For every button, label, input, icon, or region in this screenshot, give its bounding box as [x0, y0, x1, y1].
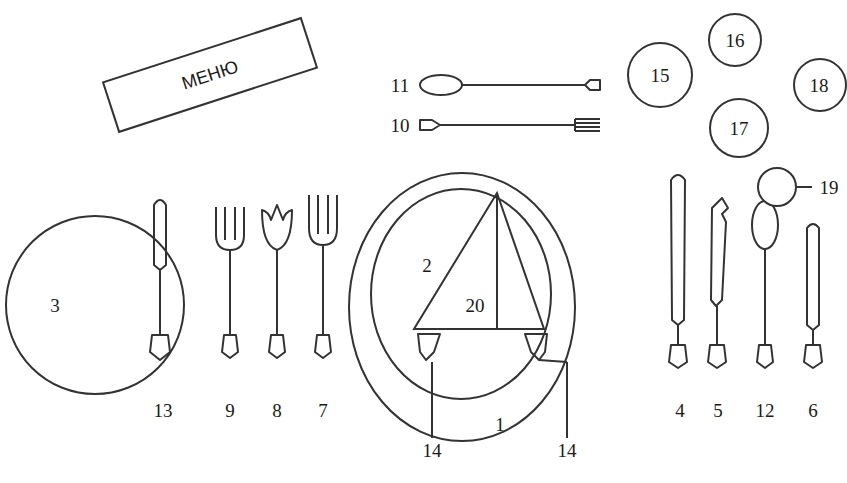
callout-number: 12: [755, 401, 776, 420]
callout-number: 2: [422, 256, 432, 275]
menu-card: МЕНЮ: [102, 17, 318, 133]
callout-number: 14: [422, 441, 443, 460]
callout-number: 8: [271, 401, 283, 420]
callout-number: 11: [390, 76, 410, 95]
callout-number: 16: [726, 31, 745, 50]
callout-number: 10: [390, 116, 411, 135]
bread-plate: 3: [5, 215, 185, 395]
callout-number: 3: [50, 296, 60, 315]
callout-number: 13: [153, 401, 174, 420]
callout-number: 7: [317, 401, 329, 420]
service-plate-outline: [348, 172, 576, 442]
glass: 16: [708, 13, 762, 67]
callout-number: 17: [730, 119, 749, 138]
glass: 15: [627, 42, 693, 108]
callout-number: 4: [674, 401, 686, 420]
callout-number: 14: [557, 441, 578, 460]
callout-number: 5: [712, 401, 724, 420]
callout-number: 20: [466, 296, 485, 315]
napkin: 20: [413, 192, 545, 330]
callout-number: 1: [495, 415, 505, 434]
menu-text: МЕНЮ: [180, 57, 241, 92]
callout-number: 15: [651, 66, 670, 85]
glass: 18: [793, 58, 847, 112]
callout-number: 18: [810, 76, 829, 95]
callout-number: 6: [807, 401, 819, 420]
service-plate: 1 2 20: [348, 172, 576, 442]
callout-number: 19: [819, 178, 840, 197]
dinner-plate-outline: [370, 188, 552, 400]
dinner-plate: 2 20: [370, 188, 552, 400]
glass-outline: [758, 168, 796, 206]
glass: 17: [709, 98, 769, 158]
bread-plate-outline: [5, 215, 185, 395]
callout-number: 9: [224, 401, 236, 420]
